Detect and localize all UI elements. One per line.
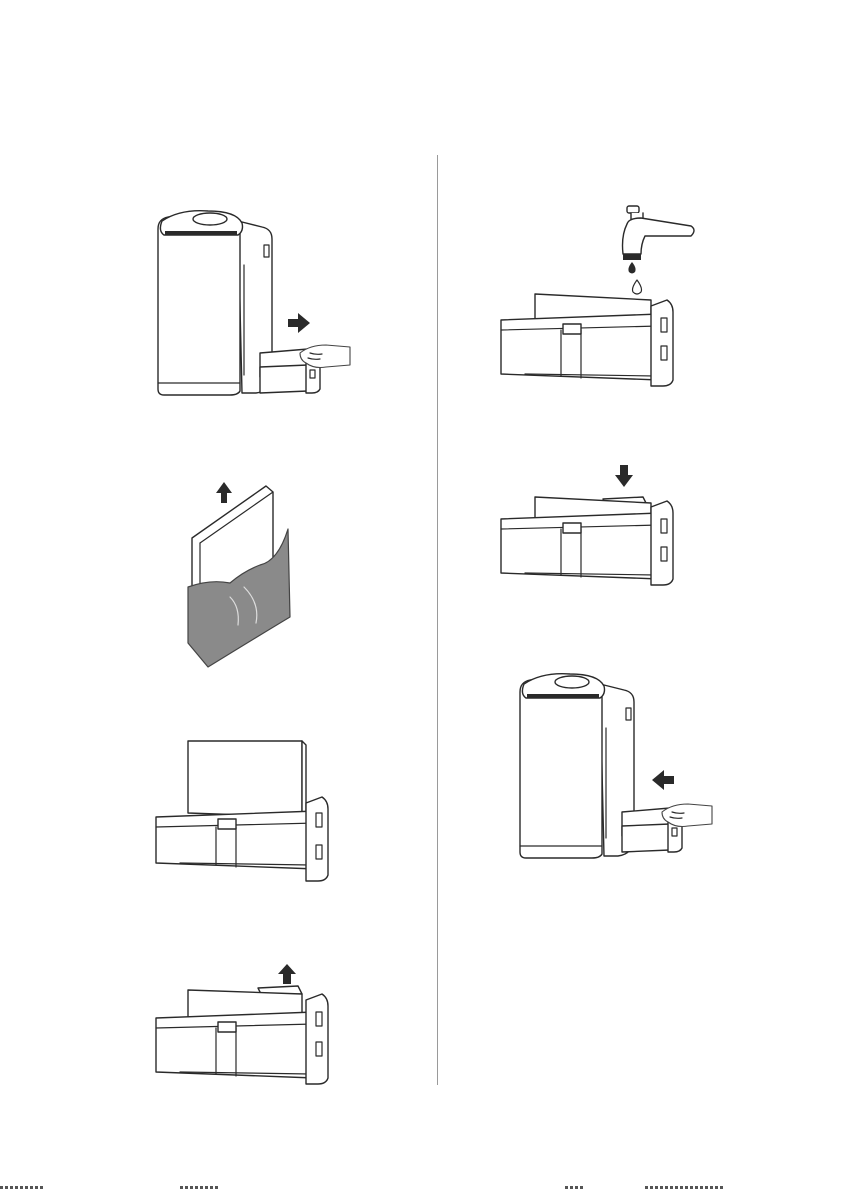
tank-refill-from-tap-illustration [495,198,700,388]
water-tap-icon [623,206,695,294]
step-3-tank-with-filter [150,735,340,885]
humidifier-unit-illustration [150,205,360,405]
step-1-pull-out-tank [150,205,360,405]
tank-remove-cover-illustration [150,960,340,1090]
water-drop-icon [633,280,642,294]
humidifier-unit-push-illustration [512,668,722,868]
arrow-left-icon [652,770,674,790]
step-6-replace-cover [495,455,685,585]
column-divider [437,155,438,1085]
crop-mark [645,1186,725,1189]
arrow-up-icon [216,482,232,503]
step-2-clean-filter [180,475,300,670]
step-5-refill-tank [495,198,700,388]
step-7-push-in-tank [512,668,722,868]
arrow-right-icon [288,313,310,333]
arrow-down-icon [615,465,633,487]
step-4-remove-cover [150,960,340,1090]
crop-mark [0,1186,45,1189]
arrow-up-icon [278,964,296,984]
crop-mark [565,1186,585,1189]
filter-and-cloth-illustration [180,475,300,670]
tank-replace-cover-illustration [495,455,685,585]
crop-mark [180,1186,218,1189]
tank-with-filter-illustration [150,735,340,885]
water-drop-icon [628,262,635,274]
